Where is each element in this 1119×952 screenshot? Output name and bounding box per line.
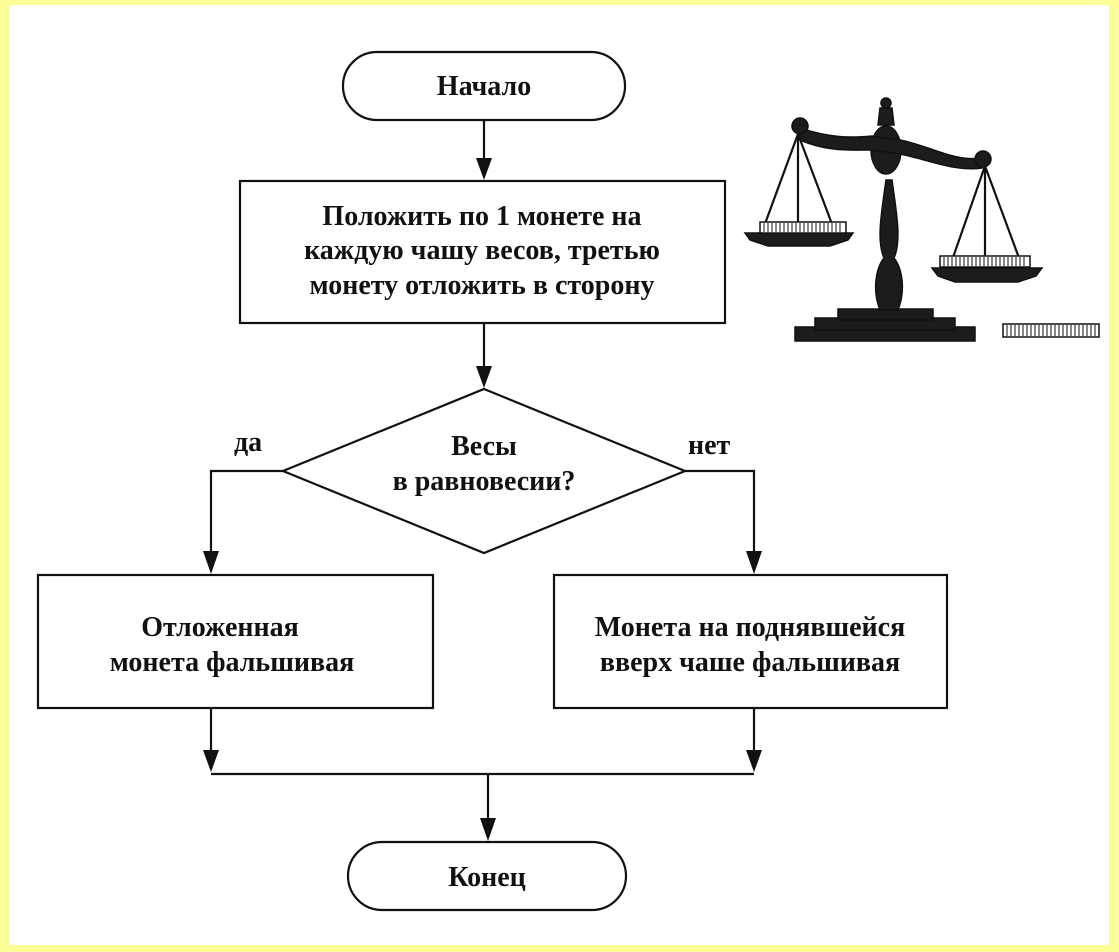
no-result-process: Монета на поднявшейся вверх чаше фальшив… xyxy=(552,573,949,710)
yes-label: да xyxy=(234,427,262,458)
step1-line-1: Положить по 1 монете на xyxy=(322,201,641,232)
yes-result-line-2: монета фальшивая xyxy=(110,647,355,678)
coin-icon xyxy=(759,221,847,234)
no-result-line-1: Монета на поднявшейся xyxy=(595,612,906,643)
no-result-line-2: вверх чаше фальшивая xyxy=(600,647,900,678)
arrow-no-branch xyxy=(685,469,762,574)
coin-icon xyxy=(1002,323,1100,338)
yes-result-line-1: Отложенная xyxy=(141,612,299,643)
start-label: Начало xyxy=(437,71,531,102)
step1-line-3: монету отложить в сторону xyxy=(310,270,655,301)
end-label: Конец xyxy=(448,862,526,893)
arrow-start-to-step1 xyxy=(476,120,492,180)
start-terminator: Начало xyxy=(341,50,627,122)
end-terminator: Конец xyxy=(346,840,628,912)
step1-process: Положить по 1 монете на каждую чашу весо… xyxy=(238,179,727,325)
decision-line-1: Весы xyxy=(451,431,517,462)
arrow-yes-branch xyxy=(203,469,283,574)
yes-result-process: Отложенная монета фальшивая xyxy=(36,573,435,710)
no-label: нет xyxy=(688,430,731,461)
decision-diamond: Весы в равновесии? xyxy=(280,387,688,555)
coin-icon xyxy=(939,255,1031,268)
balance-scale-icon xyxy=(743,97,1044,342)
merge-connector xyxy=(203,708,762,841)
step1-line-2: каждую чашу весов, третью xyxy=(304,235,660,266)
decision-line-2: в равновесии? xyxy=(393,466,576,497)
arrow-step1-to-decision xyxy=(476,323,492,388)
